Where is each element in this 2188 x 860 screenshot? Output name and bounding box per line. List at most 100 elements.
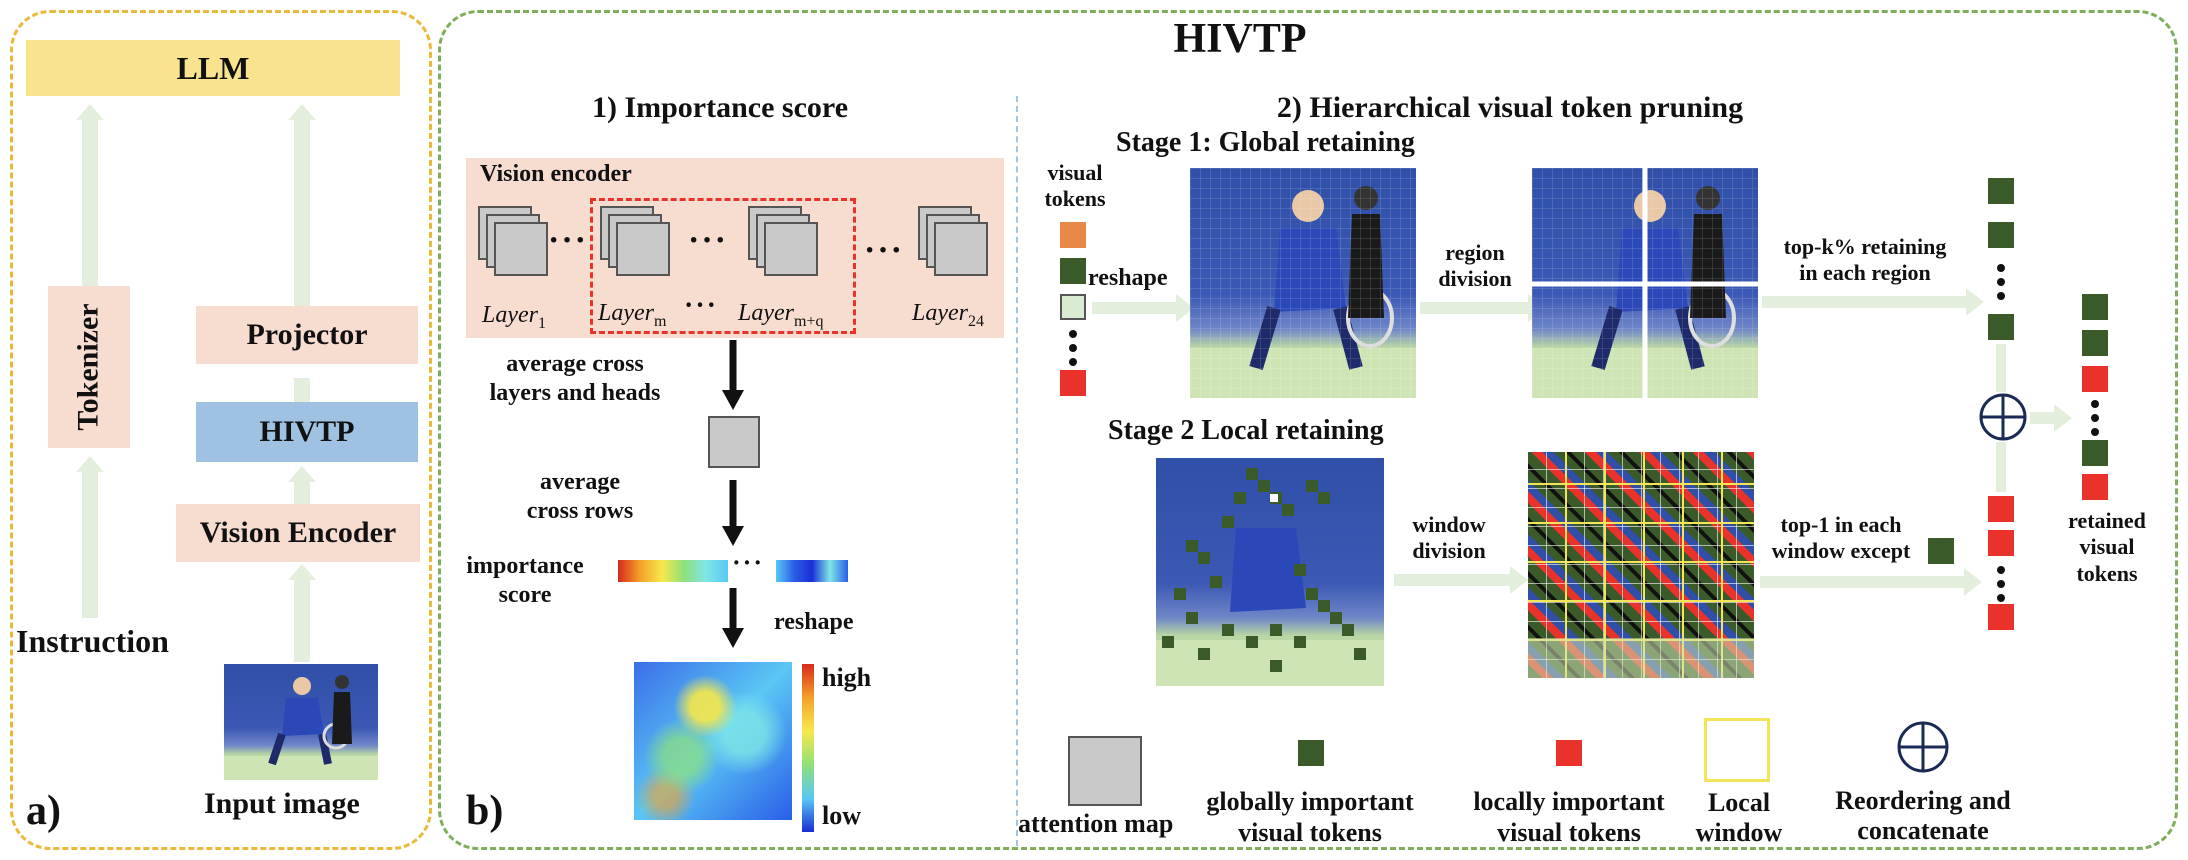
stage1-label: Stage 1: Global retaining [1116,127,1415,158]
importance-score-label: importance score [466,553,584,608]
stage2-masked-image [1156,458,1384,686]
retained-vertical-ellipsis [2091,400,2099,442]
token-vertical-ellipsis [1069,330,1077,372]
arrow-window-division [1394,574,1512,586]
local-token [1988,530,2014,556]
selected-layers-box [590,198,856,334]
token-red [1060,370,1086,396]
arrow-concat-output [2030,412,2056,424]
legend-global-swatch [1298,740,1324,766]
avg-layers-label: average cross layers and heads [489,351,661,406]
token-light [1060,294,1086,320]
input-image [224,664,378,780]
legend-local-label: locally important visual tokens [1473,787,1665,848]
down-arrows [722,340,744,648]
local-token [1988,604,2014,630]
vision-encoder-block [466,158,1004,338]
arrow-hivtp-projector [294,378,310,402]
colorbar-high-label: high [822,663,872,692]
layer-24-label: Layer24 [912,300,984,330]
vision-encoder-label: Vision encoder [480,161,632,187]
retained-label: retained visual tokens [2068,508,2146,586]
ellipsis: ··· [732,548,765,577]
masked-tennis-illustration [1156,468,1384,686]
reshape-stage1-label: reshape [1088,265,1168,291]
window-division-label: window division [1412,512,1486,564]
tennis-player-illustration [224,675,378,780]
layer-m-stack [600,206,670,276]
legend-window-label: Local window [1695,788,1783,847]
arrowhead [1966,288,1984,316]
retained-token [2082,330,2108,356]
retained-token [2082,474,2108,500]
ellipsis: ··· [548,222,589,259]
retained-token [2082,366,2108,392]
arrowhead [288,466,316,482]
global-token [1988,222,2014,248]
panel-a-label: a) [26,788,61,834]
arrow-local-to-concat [1996,442,2006,492]
llm-box: LLM [26,40,400,96]
arrowhead [1964,568,1982,596]
layer-1-stack [478,206,548,276]
panel-a [10,10,432,850]
arrow-tokenizer-llm [82,118,98,286]
avg-rows-label: average cross rows [526,469,634,524]
topk-label: top-k% retaining in each region [1783,234,1947,286]
importance-bar-left [618,560,728,582]
ellipsis: ··· [688,222,729,259]
retained-token [2082,440,2108,466]
global-token [1988,178,2014,204]
arrowhead [1510,566,1528,594]
arrow-reshape [1092,302,1178,314]
arrowhead [2054,404,2072,432]
arrowhead [1176,294,1194,322]
arrow-global-to-concat [1996,344,2006,392]
instruction-label: Instruction [16,623,169,659]
arrowhead [76,104,104,120]
stage2-label: Stage 2 Local retaining [1108,415,1384,446]
layer-24-stack [918,206,988,276]
window-grid-court [1528,638,1754,678]
layer-1-label: Layer1 [482,302,546,332]
arrow-top1 [1760,576,1966,588]
legend-window-swatch [1704,718,1770,782]
tennis-player-illustration [1532,168,1758,398]
local-vertical-ellipsis [1997,566,2005,608]
reshape-label: reshape [774,609,854,635]
top1-label: top-1 in each window except [1771,512,1911,564]
importance-score-heading: 1) Importance score [591,91,849,124]
arrowhead [288,104,316,120]
visual-tokens-label: visual tokens [1044,160,1106,212]
layer-m-label: Layerm [598,300,667,330]
concat-circle-plus-icon [1979,393,2027,441]
attention-map-square [708,416,760,468]
panel-b [438,10,2178,850]
vision-encoder-box: Vision Encoder [176,504,420,562]
projector-box: Projector [196,306,418,364]
arrow-projector-llm [294,118,310,308]
hivtp-box: HIVTP [196,402,418,462]
local-token [1988,496,2014,522]
legend-attention-map-label: attention map [1018,809,1174,838]
arrow-region-division [1420,302,1530,314]
global-token [1988,314,2014,340]
arrow-topk [1762,296,1968,308]
layer-mq-stack [748,206,818,276]
legend-attention-map-swatch [1068,736,1142,806]
tennis-player-illustration [1190,168,1416,398]
input-image-label: Input image [204,787,360,820]
legend-global-label: globally important visual tokens [1206,787,1414,848]
arrow-instruction-tokenizer [82,470,98,618]
hierarchical-pruning-heading: 2) Hierarchical visual token pruning [1276,91,1744,124]
arrow-image-encoder [294,578,310,662]
section-divider [1016,96,1018,846]
ellipsis: ··· [684,290,719,321]
arrowhead [76,456,104,472]
tokenizer-label: Tokenizer [72,303,106,431]
tokenizer-box: Tokenizer [48,286,130,448]
attention-heatmap [634,662,792,820]
region-division-label: region division [1438,240,1512,292]
stage1-divided-image [1532,168,1758,398]
top1-except-token [1928,538,1954,564]
